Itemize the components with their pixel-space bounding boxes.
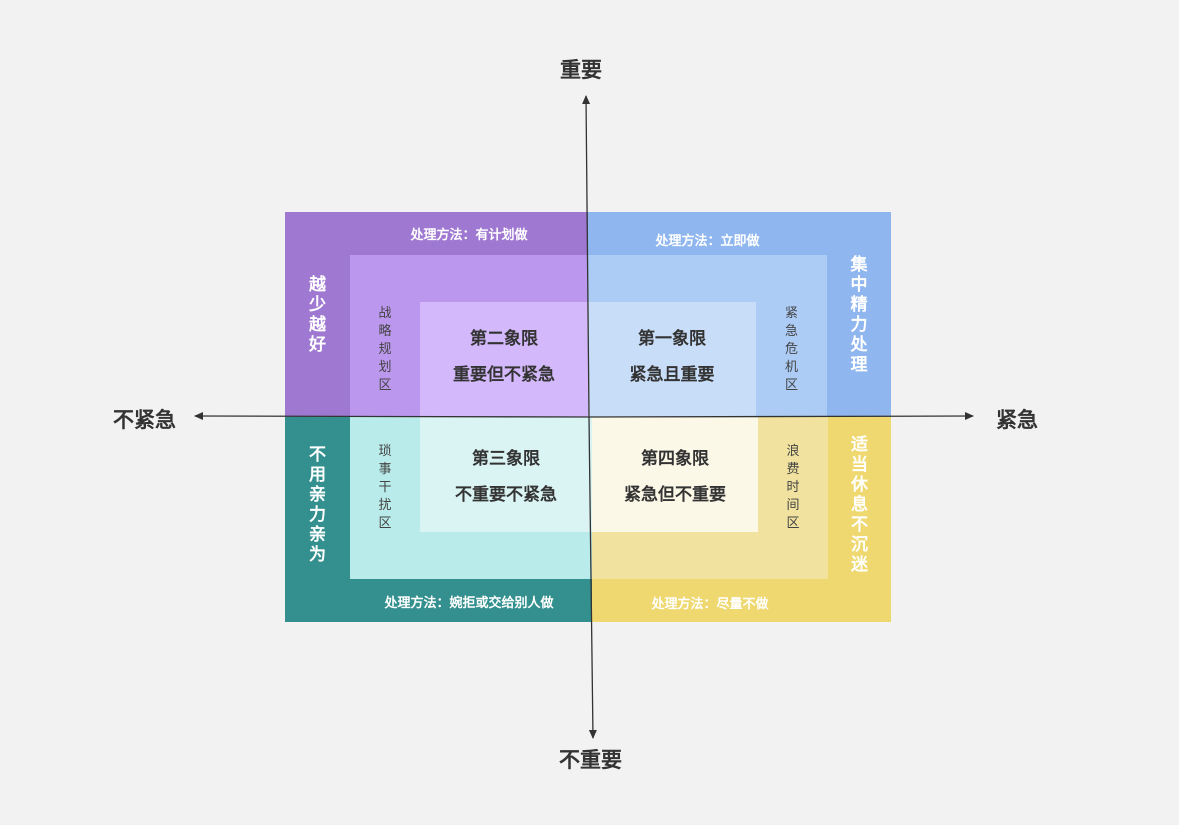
vertical-char: 精	[850, 294, 868, 315]
q3-zone-label: 琐事干扰区	[350, 440, 420, 535]
vertical-char: 区	[784, 377, 798, 393]
vertical-char: 沉	[851, 534, 868, 555]
axis-label-urgent: 紧急	[996, 408, 1038, 432]
q3-method-label: 处理方法：婉拒或交给别人做	[384, 596, 554, 611]
vertical-axis-up	[582, 95, 591, 418]
vertical-char: 越	[309, 274, 326, 295]
q4-zone-label: 浪费时间区	[758, 440, 828, 535]
q4-subtitle: 紧急但不重要	[624, 485, 726, 505]
q1-subtitle: 紧急且重要	[629, 365, 715, 385]
horizontal-axis-right	[588, 412, 974, 421]
vertical-char: 亲	[309, 524, 326, 545]
vertical-char: 机	[784, 359, 798, 375]
q2-zone-label: 战略规划区	[350, 302, 420, 397]
vertical-char: 用	[309, 464, 326, 485]
vertical-char: 适	[851, 434, 868, 455]
vertical-char: 扰	[378, 497, 392, 513]
axis-label-not-urgent: 不紧急	[113, 408, 176, 432]
q2-method-label: 处理方法：有计划做	[410, 228, 528, 243]
q1-zone-label: 紧急危机区	[756, 302, 827, 397]
vertical-char: 事	[378, 461, 392, 477]
vertical-char: 略	[378, 323, 392, 339]
q4-title-block: 第四象限 紧急但不重要	[592, 441, 758, 513]
q4-outer-label: 适当休息不沉迷	[828, 417, 891, 592]
q2-outer-label: 越少越好	[285, 212, 350, 417]
q3-title-block: 第三象限 不重要不紧急	[420, 441, 592, 513]
vertical-char: 少	[309, 294, 326, 315]
vertical-char: 战	[378, 305, 392, 321]
vertical-char: 费	[786, 461, 800, 477]
vertical-char: 休	[851, 474, 868, 495]
q3-outer-label: 不用亲力亲为	[285, 417, 350, 592]
vertical-char: 浪	[786, 443, 800, 459]
vertical-char: 区	[786, 515, 800, 531]
q1-method-label: 处理方法：立即做	[655, 234, 760, 249]
q2-title: 第二象限	[470, 329, 538, 349]
vertical-char: 迷	[851, 554, 868, 575]
vertical-char: 急	[784, 323, 798, 339]
axis-label-not-important: 不重要	[559, 748, 622, 772]
vertical-char: 危	[784, 341, 798, 357]
vertical-char: 紧	[784, 305, 798, 321]
axis-label-important: 重要	[560, 58, 602, 82]
vertical-char: 划	[378, 359, 392, 375]
vertical-char: 不	[851, 514, 868, 535]
vertical-char: 息	[851, 494, 868, 515]
vertical-char: 干	[378, 479, 392, 495]
vertical-axis-down	[588, 416, 597, 739]
q2-inner-band	[420, 302, 588, 417]
q3-subtitle: 不重要不紧急	[455, 485, 557, 505]
q4-title: 第四象限	[641, 449, 709, 469]
vertical-char: 力	[850, 314, 868, 335]
q3-title: 第三象限	[472, 449, 540, 469]
vertical-char: 处	[850, 334, 868, 355]
vertical-char: 不	[309, 444, 326, 465]
vertical-char: 规	[378, 341, 392, 357]
vertical-char: 亲	[309, 484, 326, 505]
q1-outer-label: 集中精力处理	[827, 212, 891, 417]
vertical-char: 当	[851, 454, 868, 475]
vertical-char: 好	[309, 334, 326, 355]
q4-method-label: 处理方法：尽量不做	[651, 597, 769, 612]
vertical-char: 越	[309, 314, 326, 335]
q1-inner-band	[588, 302, 756, 417]
vertical-char: 为	[309, 544, 326, 565]
vertical-char: 区	[378, 515, 392, 531]
vertical-char: 中	[850, 274, 868, 295]
q3-inner-band	[420, 417, 592, 532]
vertical-char: 间	[786, 497, 800, 513]
vertical-char: 时	[786, 479, 800, 495]
vertical-char: 琐	[378, 443, 392, 459]
q1-title: 第一象限	[638, 329, 706, 349]
q2-title-block: 第二象限 重要但不紧急	[420, 321, 588, 393]
q1-title-block: 第一象限 紧急且重要	[588, 321, 756, 393]
q4-inner-band	[592, 417, 758, 532]
vertical-char: 力	[309, 504, 326, 525]
vertical-char: 区	[378, 377, 392, 393]
vertical-char: 理	[850, 354, 868, 375]
vertical-char: 集	[850, 254, 868, 275]
q2-subtitle: 重要但不紧急	[453, 365, 555, 385]
horizontal-axis-left	[194, 412, 590, 421]
